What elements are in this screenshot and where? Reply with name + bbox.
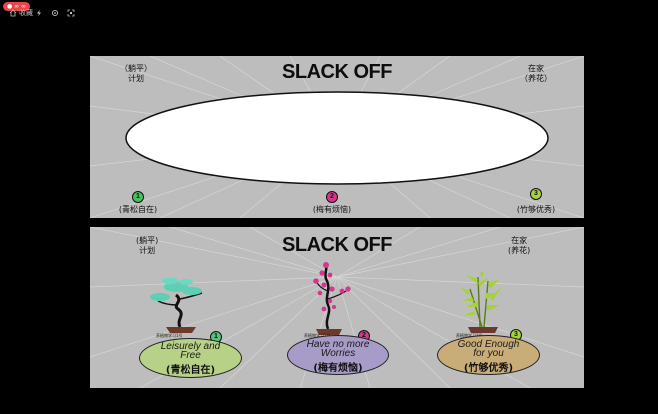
item-label-3: (竹够优秀) — [516, 205, 556, 214]
card-tiny-label-2: 养植物学习2号 — [304, 333, 331, 338]
item-label-2: (梅有烦恼) — [312, 205, 352, 214]
number-badge-3: 3 — [530, 188, 542, 200]
card-subtitle: (青松自在) — [165, 365, 216, 376]
page-title: SLACK OFF — [282, 61, 392, 83]
card-subtitle: (竹够优秀) — [463, 363, 514, 374]
home-icon — [9, 9, 17, 17]
card-tiny-label-1: 养植物学习1号 — [156, 333, 183, 338]
share-button[interactable] — [35, 7, 43, 19]
card-good-enough-for-you: Good Enough for you (竹够优秀) — [437, 335, 540, 375]
sunburst-background — [90, 227, 584, 388]
card-title-line2: Free — [180, 350, 201, 361]
fullscreen-icon — [67, 9, 75, 17]
slack-off-panel-top: SLACK OFF （躺平） 计划 在家 （养花） 1 (青松自在) 2 (梅有… — [90, 56, 584, 218]
corner-right-line1: 在家 — [528, 64, 544, 73]
corner-label-left: （躺平） 计划 — [120, 64, 152, 84]
status-badge: ● ∞ ∞ — [3, 2, 31, 11]
card-title-line2: Worries — [320, 348, 356, 359]
gear-icon — [51, 9, 59, 17]
plum-blossom-bonsai-illustration — [313, 262, 351, 335]
sunburst-background — [90, 56, 584, 218]
corner-label-right-bottom: 在家 (养花) — [508, 236, 530, 256]
number-badge-1: 1 — [132, 191, 144, 203]
settings-button[interactable] — [51, 7, 59, 19]
top-toolbar: ● ∞ ∞ 收藏 — [0, 0, 658, 24]
bamboo-bonsai-illustration — [460, 271, 502, 333]
card-title-line1: Good Enough — [457, 339, 520, 350]
corner-left-line1: (躺平) — [136, 236, 159, 245]
corner-label-left-bottom: (躺平) 计划 — [136, 236, 158, 256]
corner-right-line1: 在家 — [511, 236, 528, 245]
card-title-line1: Leisurely and — [160, 341, 221, 352]
corner-label-right: 在家 （养花） — [520, 64, 552, 84]
home-button-label: 收藏 — [19, 9, 33, 17]
card-have-no-more-worries: Have no more Worries (梅有烦恼) — [287, 335, 389, 375]
corner-left-line1: （躺平） — [120, 64, 152, 73]
fullscreen-button[interactable] — [67, 7, 75, 19]
corner-left-line2: 计划 — [128, 74, 144, 83]
card-leisurely-and-free: Leisurely and Free (青松自在) — [139, 338, 242, 378]
corner-left-line2: 计划 — [139, 246, 156, 255]
corner-right-line2: （养花） — [520, 74, 552, 83]
number-badge-2: 2 — [326, 191, 338, 203]
card-title-line1: Have no more — [306, 339, 370, 350]
home-button[interactable]: 收藏 — [9, 7, 33, 19]
lightning-icon — [37, 9, 41, 17]
corner-right-line2: (养花) — [508, 246, 531, 255]
card-title-line2: for you — [473, 348, 504, 359]
card-subtitle: (梅有烦恼) — [313, 363, 363, 374]
item-label-1: (青松自在) — [118, 205, 158, 214]
pine-bonsai-illustration — [150, 277, 203, 333]
slack-off-panel-bottom: SLACK OFF (躺平) 计划 在家 (养花) 1 养植物学习1号 Leis… — [90, 227, 584, 388]
page-title-bottom: SLACK OFF — [282, 234, 392, 256]
